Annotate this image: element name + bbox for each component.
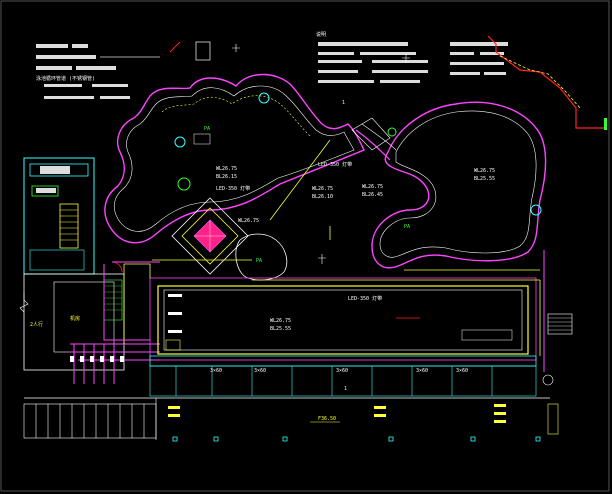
- room-label: 机房: [70, 315, 80, 322]
- wl-label-1b: BL26.15: [216, 174, 237, 180]
- section-label: 2人行: [30, 321, 43, 328]
- wl-label-5: WL26.75: [362, 184, 383, 190]
- hatched-patch: [193, 133, 211, 145]
- led-label-1: LED-350 灯带: [216, 185, 250, 192]
- pa-label-right: PA: [404, 224, 410, 230]
- diamond-feature: WL26.75: [171, 197, 259, 275]
- dim-label-3: 3×60: [336, 368, 348, 374]
- dim-label-2: 3×60: [254, 368, 266, 374]
- note-left-1: 泳池循环管道 (不锈钢管): [36, 75, 95, 82]
- wl-label-1: WL26.75: [216, 166, 237, 172]
- lagoon-pool-left: PA WL26.75 BL26.15 LED-350 灯带: [104, 73, 365, 244]
- wl-label-2b: BL25.55: [474, 176, 495, 182]
- north-arrows: [232, 44, 410, 264]
- bottom-parking-strip: F36.50: [23, 397, 550, 440]
- wl-label-diamond: WL26.75: [238, 218, 259, 224]
- led-label-3: LED-350 灯带: [348, 295, 382, 302]
- plant-cluster: [258, 92, 270, 104]
- column-markers: [172, 436, 541, 442]
- marker-1: 1: [342, 100, 345, 106]
- overflow-grating: 3×60 3×60 3×60 3×60 3×60 1: [149, 355, 537, 397]
- dim-label-1: 3×60: [210, 368, 222, 374]
- pipe-manifold: [70, 343, 160, 384]
- dimension-tags: [168, 294, 506, 423]
- plant-cluster: [530, 204, 542, 216]
- pa-label-left: PA: [204, 126, 210, 132]
- bottom-ref-label: F36.50: [318, 416, 336, 422]
- notes-top-center: 说明: [316, 31, 428, 83]
- plant-cluster: [387, 127, 397, 137]
- pa-label-center: PA: [256, 258, 262, 264]
- wl-label-3b: BL26.10: [312, 194, 333, 200]
- equipment-building: 机房 2人行: [19, 157, 125, 371]
- right-stair: [542, 313, 573, 435]
- note-title: 说明: [316, 31, 326, 38]
- kidney-pool-right: WL26.75 BL25.55 PA 1: [342, 100, 547, 269]
- pipe-network-magenta: [103, 250, 545, 372]
- valve-row: [70, 356, 124, 362]
- dim-label-5: 3×60: [456, 368, 468, 374]
- wl-label-2: WL26.75: [474, 168, 495, 174]
- plant-cluster: [174, 136, 186, 148]
- plant-cluster: [177, 177, 191, 191]
- led-label-2: LED-350 灯带: [318, 161, 352, 168]
- legend-top-left: 泳池循环管道 (不锈钢管): [36, 41, 211, 99]
- lap-pool: WL26.75 BL25.55 LED-350 灯带: [149, 277, 537, 361]
- pipe-network: [123, 139, 541, 356]
- wl-label-4: WL26.75: [270, 318, 291, 324]
- marker-2: 1: [344, 386, 347, 392]
- dim-label-4: 3×60: [416, 368, 428, 374]
- notes-top-right: [450, 35, 607, 130]
- lawn-zone: PA: [235, 233, 288, 281]
- wl-label-3: WL26.75: [312, 186, 333, 192]
- wl-label-4b: BL25.55: [270, 326, 291, 332]
- connecting-channel: LED-350 灯带 WL26.75 BL26.10 WL26.75 BL26.…: [312, 117, 397, 200]
- wl-label-5b: BL26.45: [362, 192, 383, 198]
